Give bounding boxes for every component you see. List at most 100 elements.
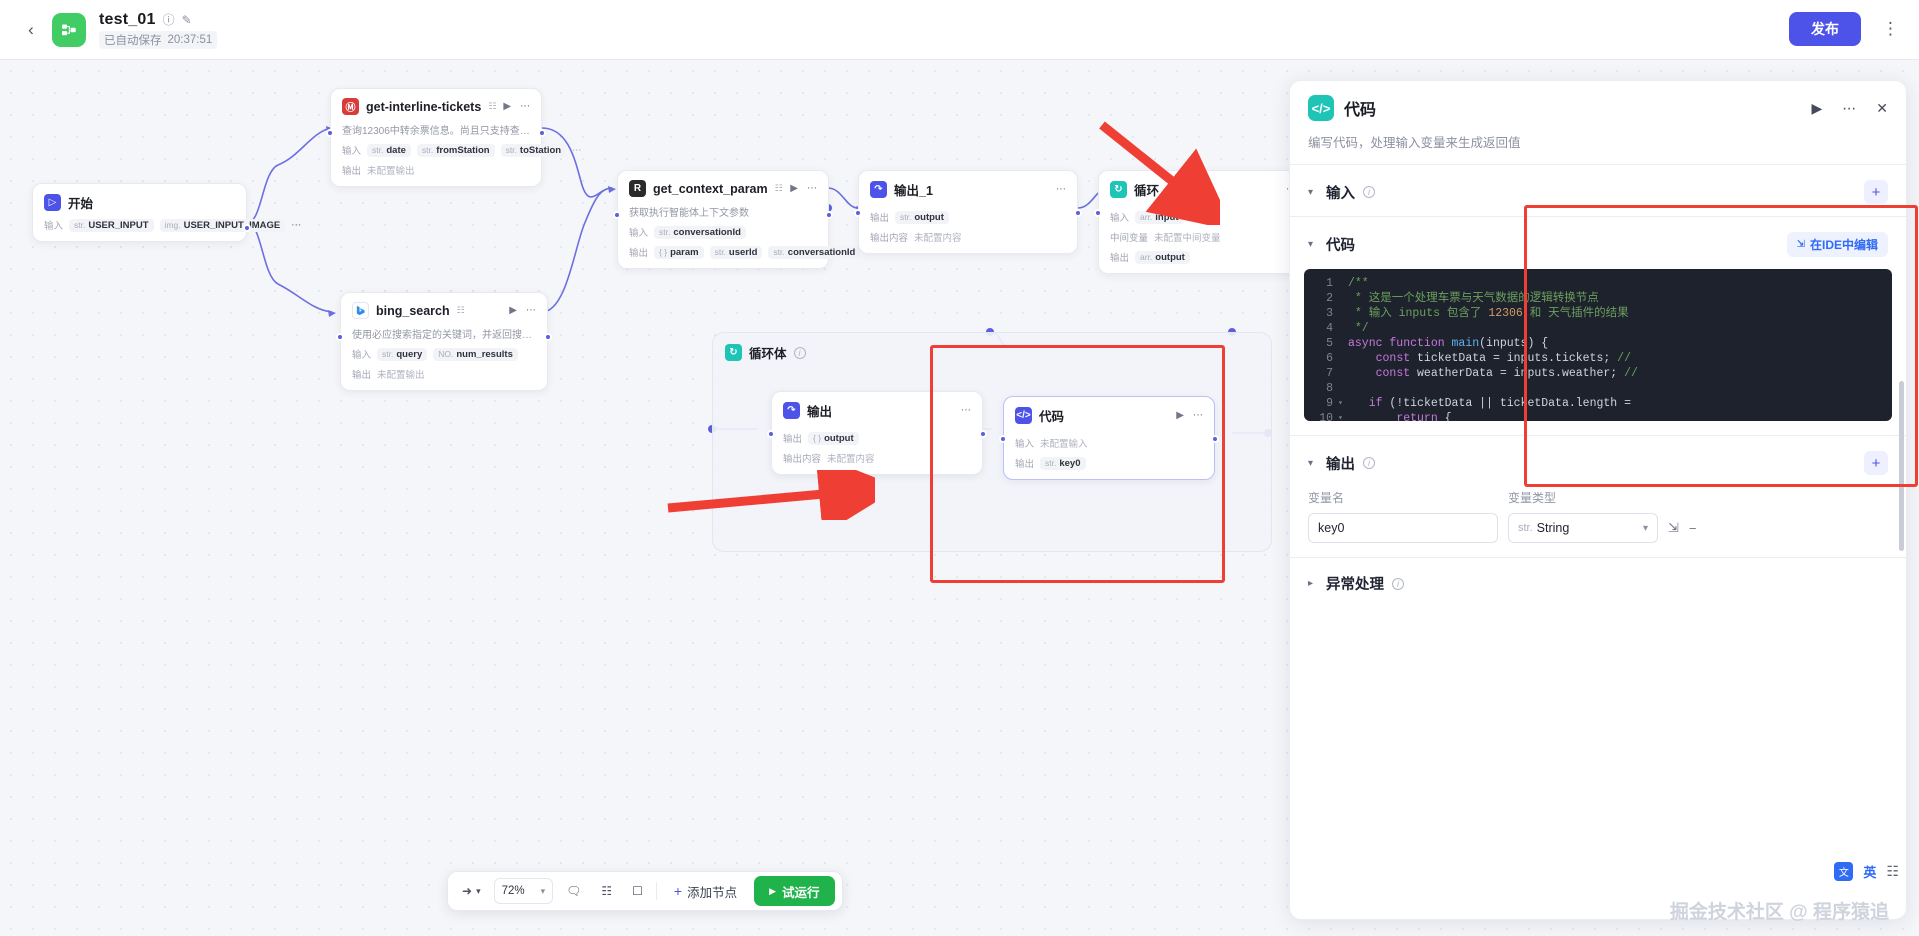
node-output-1[interactable]: ↷ 输出_1 ⋯ 输出 str. output 输出内容 未配置内容 bbox=[854, 170, 1082, 254]
node-bing-search[interactable]: bing_search ☷ ▶ ⋯ 使用必应搜索指定的关键词，并返回搜索结果列表… bbox=[336, 292, 552, 391]
code-section-header[interactable]: ▾ 代码 ⇲ 在IDE中编辑 bbox=[1290, 217, 1906, 269]
chevron-down-icon[interactable]: ▾ bbox=[1308, 239, 1314, 250]
grid-icon[interactable]: ☷ bbox=[1886, 863, 1899, 879]
more-horizontal-icon[interactable]: ⋯ bbox=[526, 305, 536, 316]
comment-icon[interactable]: 🗨 bbox=[566, 884, 582, 898]
info-icon[interactable]: i bbox=[793, 346, 806, 359]
content-value: 未配置内容 bbox=[914, 233, 962, 244]
chip-num-results: NO. num_results bbox=[433, 347, 518, 361]
cursor-icon: ➜ bbox=[462, 884, 473, 898]
input-port[interactable] bbox=[854, 209, 862, 217]
layout-grid-icon[interactable]: ☷ bbox=[601, 884, 613, 898]
plus-icon: + bbox=[673, 883, 683, 899]
more-horizontal-icon[interactable]: ⋯ bbox=[1056, 184, 1066, 195]
cursor-tool[interactable]: ➜ ▾ bbox=[455, 877, 488, 905]
node-description: 查询12306中转余票信息。尚且只支持查询前十条。 bbox=[342, 126, 530, 137]
zoom-level-select[interactable]: 72% ▾ bbox=[493, 878, 554, 904]
more-horizontal-icon[interactable]: ⋯ bbox=[572, 144, 582, 156]
fit-screen-icon[interactable]: ☐ bbox=[632, 884, 643, 898]
input-port[interactable] bbox=[1094, 209, 1102, 217]
add-input-button[interactable]: + bbox=[1864, 180, 1888, 204]
info-icon[interactable]: ⓘ bbox=[162, 12, 175, 27]
chip-from-station: str. fromStation bbox=[416, 143, 495, 157]
output-port[interactable] bbox=[538, 129, 546, 137]
back-button[interactable]: ‹ bbox=[28, 20, 34, 39]
test-run-button[interactable]: ▶ 试运行 bbox=[754, 876, 835, 906]
output-type-select[interactable]: str. String ▾ bbox=[1508, 513, 1658, 543]
close-icon[interactable]: ✕ bbox=[1876, 100, 1888, 116]
node-title: get-interline-tickets bbox=[366, 99, 482, 114]
section-title: 输出 bbox=[1326, 456, 1355, 473]
input-port[interactable] bbox=[326, 129, 334, 137]
type-value: String bbox=[1536, 521, 1570, 535]
more-horizontal-icon[interactable]: ⋯ bbox=[291, 219, 302, 231]
chevron-down-icon: ▾ bbox=[1642, 522, 1648, 534]
play-icon[interactable]: ▶ bbox=[1176, 410, 1184, 421]
input-port[interactable] bbox=[767, 430, 775, 438]
input-port[interactable] bbox=[999, 435, 1007, 443]
output-port[interactable] bbox=[979, 430, 987, 438]
add-node-button[interactable]: + 添加节点 bbox=[663, 877, 748, 906]
node-get-interline-tickets[interactable]: Ⓜ get-interline-tickets ☷ ▶ ⋯ 查询12306中转余… bbox=[326, 88, 582, 187]
publish-button[interactable]: 发布 bbox=[1789, 12, 1861, 46]
chevron-right-icon[interactable]: ▸ bbox=[1308, 578, 1314, 589]
info-icon[interactable]: i bbox=[1392, 577, 1404, 590]
edit-icon[interactable]: ✎ bbox=[181, 12, 192, 27]
chip-key0: str. key0 bbox=[1040, 456, 1086, 470]
output-port[interactable] bbox=[544, 333, 552, 341]
info-icon[interactable]: i bbox=[1363, 457, 1375, 469]
panel-scrollbar[interactable] bbox=[1899, 381, 1904, 551]
input-section-header[interactable]: ▾ 输入 i + bbox=[1290, 165, 1906, 216]
more-horizontal-icon[interactable]: ⋯ bbox=[1193, 410, 1203, 421]
more-horizontal-icon[interactable]: ⋮ bbox=[1882, 19, 1899, 38]
output-name-input[interactable] bbox=[1308, 513, 1498, 543]
output-port[interactable] bbox=[825, 211, 833, 219]
outputs-value: 未配置输出 bbox=[377, 370, 425, 381]
more-horizontal-icon[interactable]: ⋯ bbox=[520, 101, 531, 112]
node-get-context-param[interactable]: R get_context_param ☷ ▶ ⋯ 获取执行智能体上下文参数 输… bbox=[613, 170, 861, 269]
play-icon[interactable]: ▶ bbox=[503, 101, 512, 112]
outputs-label: 输出 bbox=[629, 248, 649, 259]
output-section-header[interactable]: ▾ 输出 i + bbox=[1290, 436, 1906, 487]
page-title: test_01 bbox=[99, 10, 156, 28]
more-horizontal-icon[interactable]: ⋯ bbox=[961, 405, 971, 416]
minus-icon[interactable]: − bbox=[1688, 520, 1697, 536]
middle-label: 中间变量 bbox=[1110, 233, 1149, 244]
loop-body-container[interactable]: ↻ 循环体 i ↷ 输出 ⋯ 输出 { } output bbox=[712, 332, 1272, 552]
watermark: 掘金技术社区 @ 程序猿追 bbox=[1669, 902, 1889, 923]
info-icon[interactable]: i bbox=[1363, 186, 1375, 198]
chevron-down-icon[interactable]: ▾ bbox=[1308, 457, 1314, 469]
input-port[interactable] bbox=[336, 333, 344, 341]
12306-plugin-icon: Ⓜ bbox=[342, 98, 359, 115]
more-horizontal-icon[interactable]: ⋯ bbox=[807, 183, 817, 194]
chevron-down-icon[interactable]: ▾ bbox=[1308, 186, 1314, 198]
play-icon[interactable]: ▶ bbox=[1811, 100, 1823, 116]
chip-loop-output: arr. output bbox=[1135, 250, 1190, 264]
exception-section-header[interactable]: ▸ 异常处理 i bbox=[1290, 558, 1906, 606]
input-port[interactable] bbox=[613, 211, 621, 219]
expand-icon[interactable]: ⇲ bbox=[1668, 520, 1679, 535]
node-loop[interactable]: ↻ 循环 ⋯ 输入 arr. input 中间变量 未配置中间变量 输出 bbox=[1094, 170, 1312, 274]
node-loop-code[interactable]: </> 代码 ▶ ⋯ 输入 未配置输入 输出 str. key0 bbox=[999, 396, 1219, 480]
node-start[interactable]: ▷ 开始 输入 str. USER_INPUT img. USER_INPUT_… bbox=[32, 183, 301, 242]
divider bbox=[1290, 557, 1906, 558]
language-label[interactable]: 英 bbox=[1863, 865, 1877, 880]
output-port[interactable] bbox=[243, 224, 251, 232]
plugin-badge-icon: ☷ bbox=[774, 183, 783, 193]
node-title: bing_search bbox=[376, 303, 450, 318]
play-icon[interactable]: ▶ bbox=[790, 183, 798, 194]
content-label: 输出内容 bbox=[783, 454, 822, 465]
bing-plugin-icon bbox=[352, 302, 369, 319]
code-editor[interactable]: 1/** 2 * 这是一个处理车票与天气数据的逻辑转换节点 3 * 输入 inp… bbox=[1304, 269, 1892, 421]
output-port[interactable] bbox=[1211, 435, 1219, 443]
edit-in-ide-button[interactable]: ⇲ 在IDE中编辑 bbox=[1786, 232, 1888, 257]
inputs-label: 输入 bbox=[1110, 213, 1130, 224]
output-port[interactable] bbox=[1074, 209, 1082, 217]
node-loop-output[interactable]: ↷ 输出 ⋯ 输出 { } output 输出内容 未配置内容 bbox=[767, 391, 987, 475]
add-output-button[interactable]: + bbox=[1864, 451, 1888, 475]
translate-icon[interactable]: 文 bbox=[1834, 862, 1854, 881]
node-description: 获取执行智能体上下文参数 bbox=[629, 208, 749, 219]
more-horizontal-icon[interactable]: ⋯ bbox=[1842, 100, 1857, 116]
play-icon[interactable]: ▶ bbox=[509, 305, 517, 316]
